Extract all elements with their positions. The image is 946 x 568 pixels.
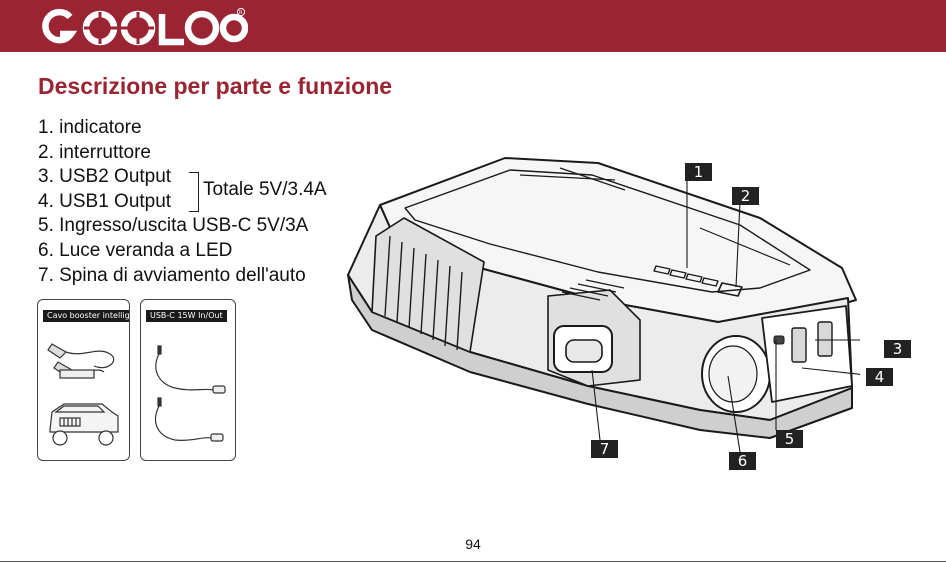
parts-list: 1. indicatore 2. interruttore 3. USB2 Ou… <box>38 116 308 288</box>
jump-starter-device-illustration <box>330 145 860 455</box>
page-title: Descrizione per parte e funzione <box>38 73 392 100</box>
callout-3: 3 <box>884 340 911 358</box>
footer-rule <box>0 561 946 562</box>
registered-mark: R <box>239 10 243 16</box>
part-item-indicator: 1. indicatore <box>38 116 308 141</box>
part-item-switch: 2. interruttore <box>38 141 308 166</box>
gooloo-logo-icon: R <box>38 8 248 48</box>
brand-header: R <box>0 0 946 52</box>
part-item-led-light: 6. Luce veranda a LED <box>38 239 308 264</box>
usb-total-bracket <box>189 172 199 212</box>
accessory-card-booster-cable: Cavo booster intelligente <box>37 299 130 461</box>
usb-total-label: Totale 5V/3.4A <box>203 179 327 201</box>
callout-4: 4 <box>866 368 893 386</box>
callout-7: 7 <box>591 440 618 458</box>
accessory-card-usb-cable: USB-C 15W In/Out <box>140 299 236 461</box>
callout-2: 2 <box>732 187 759 205</box>
jumper-cable-car-icon <box>38 300 129 460</box>
page-number: 94 <box>0 536 946 552</box>
accessory-label: USB-C 15W In/Out <box>146 310 227 322</box>
accessory-label: Cavo booster intelligente <box>43 310 130 322</box>
callout-6: 6 <box>729 452 756 470</box>
part-item-car-plug: 7. Spina di avviamento dell'auto <box>38 264 308 289</box>
usb-cable-icon <box>141 300 235 460</box>
callout-1: 1 <box>685 163 712 181</box>
callout-5: 5 <box>776 430 803 448</box>
part-item-usbc: 5. Ingresso/uscita USB-C 5V/3A <box>38 214 308 239</box>
